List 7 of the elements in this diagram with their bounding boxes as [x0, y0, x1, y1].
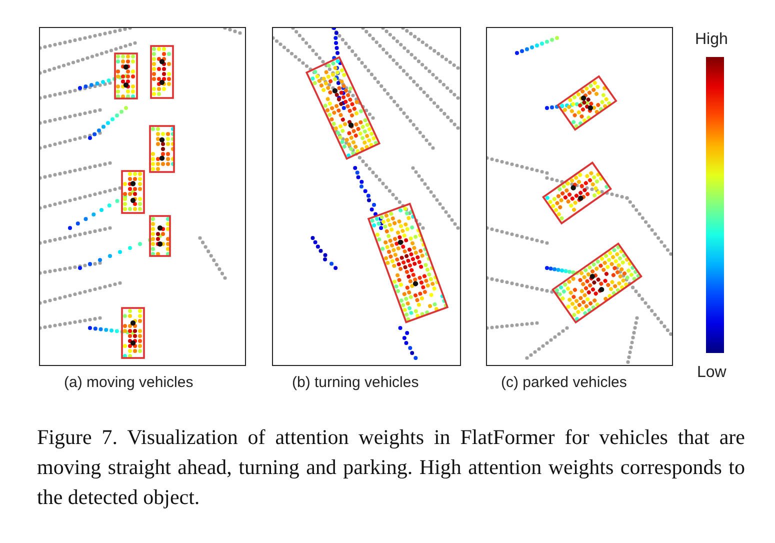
panel-caption: (b) turning vehicles [292, 374, 419, 391]
panel-caption: (a) moving vehicles [64, 374, 194, 391]
color-scale-bar [706, 57, 724, 353]
scale-label: Low [697, 364, 726, 382]
figure-caption: Figure 7. Visualization of attention weights in FlatFormer for vehicles that are moving straight ahead, turning and parking. High attention weights corresponds to the detected object. [37, 424, 745, 511]
panel-caption: (c) parked vehicles [501, 374, 627, 391]
scale-label: High [695, 31, 728, 49]
